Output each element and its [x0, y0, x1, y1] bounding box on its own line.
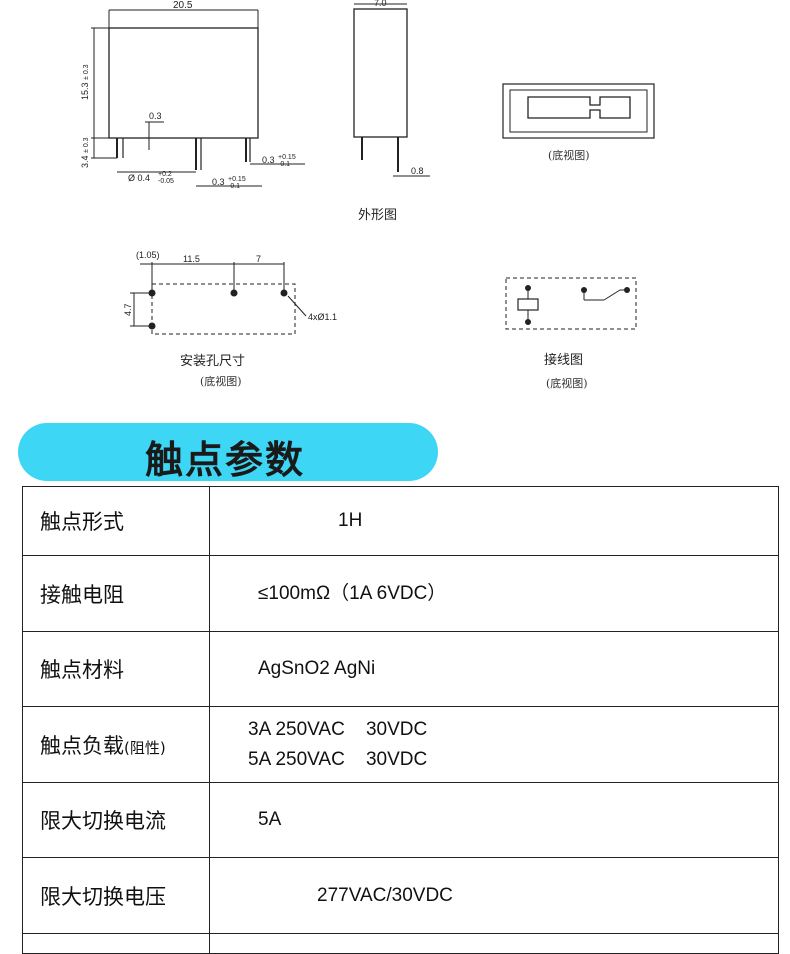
side-view-drawing — [353, 3, 430, 177]
dim-front-height: 15.3 ± 0.3 — [80, 64, 90, 100]
spec-value-line: ≤100mΩ（1A 6VDC） — [258, 582, 447, 604]
spec-value: 277VAC/30VDC — [209, 857, 779, 934]
dim-mount-pitch-2: 7 — [256, 254, 261, 264]
spec-label: 触点材料 — [22, 631, 210, 707]
spec-label: 限大切换电压 — [22, 857, 210, 934]
wiring-sub-caption: (底视图) — [546, 376, 588, 390]
dim-pin-width-1-tol-down: -0.1 — [278, 161, 290, 168]
dim-pin-diameter: Ø 0.4 — [128, 173, 150, 183]
spec-value: 5A — [209, 782, 779, 858]
dim-front-width: 20.5 — [173, 0, 193, 11]
spec-label: 触点形式 — [22, 486, 210, 556]
dim-pin-width-2: 0.3 — [212, 177, 225, 187]
spec-label-text: 触点负载 — [40, 733, 124, 758]
section-title: 触点参数 — [145, 438, 306, 482]
spec-value-line: 1H — [338, 510, 363, 531]
mounting-hole-dots — [148, 289, 288, 330]
table-row: 触点负载(阻性) 3A 250VAC 30VDC 5A 250VAC 30VDC — [22, 706, 779, 783]
dim-pin-length: 3.4 ± 0.3 — [80, 137, 90, 168]
spec-label — [22, 933, 210, 954]
mounting-holes-drawing — [130, 262, 307, 335]
spec-label: 限大切换电流 — [22, 782, 210, 858]
table-row — [22, 933, 779, 954]
spec-value: 3A 250VAC 30VDC 5A 250VAC 30VDC — [209, 706, 779, 783]
dim-pin-width-2-tol-down: -0.1 — [228, 183, 240, 190]
dim-side-depth: 7.0 — [374, 0, 387, 8]
dim-mount-pitch-1: 11.5 — [183, 254, 200, 264]
spec-label-text: 触点形式 — [40, 510, 124, 534]
spec-label-text: 限大切换电压 — [40, 884, 166, 909]
outline-caption: 外形图 — [358, 208, 397, 223]
dim-mount-vertical: 4.7 — [123, 303, 133, 316]
spec-label-text: 接触电阻 — [40, 582, 124, 607]
wiring-caption: 接线图 — [544, 352, 583, 368]
front-view-drawing — [91, 9, 305, 187]
spec-value — [209, 933, 779, 954]
spec-label-note: (阻性) — [124, 738, 166, 757]
table-row: 触点材料 AgSnO2 AgNi — [22, 631, 779, 707]
spec-value: ≤100mΩ（1A 6VDC） — [209, 555, 779, 632]
dim-pin-diameter-tol-up: +0.2 — [158, 171, 172, 178]
dim-mount-holes: 4xØ1.1 — [308, 312, 337, 322]
spec-label: 接触电阻 — [22, 555, 210, 632]
dim-pin-thickness: 0.3 — [149, 111, 162, 121]
spec-value-line: 3A 250VAC 30VDC — [248, 718, 428, 740]
spec-value: AgSnO2 AgNi — [209, 631, 779, 707]
dim-pin-width-1-tol-up: +0.15 — [278, 154, 296, 161]
spec-value-line: 5A 250VAC 30VDC — [248, 748, 428, 770]
wiring-diagram — [505, 277, 637, 330]
bottom-view-caption: (底视图) — [548, 148, 590, 162]
mounting-caption: 安装孔尺寸 — [180, 354, 245, 369]
dim-pin-width-1: 0.3 — [262, 155, 275, 165]
dim-side-pin: 0.8 — [411, 166, 424, 176]
bottom-view-drawing — [502, 83, 655, 139]
table-row: 限大切换电流 5A — [22, 782, 779, 858]
dim-pin-width-2-tol-up: +0.15 — [228, 176, 246, 183]
technical-drawings: 20.5 15.3 ± 0.3 3.4 ± 0.3 0.3 Ø 0.4 +0.2… — [80, 0, 655, 390]
table-row: 限大切换电压 277VAC/30VDC — [22, 857, 779, 934]
mounting-sub-caption: (底视图) — [200, 374, 242, 388]
table-row: 接触电阻 ≤100mΩ（1A 6VDC） — [22, 555, 779, 632]
table-row: 触点形式 1H — [22, 486, 779, 556]
spec-label-text: 限大切换电流 — [40, 809, 166, 833]
contact-parameters-table: 触点形式 1H 接触电阻 ≤100mΩ（1A 6VDC） 触点材料 AgSnO2 AgNi… — [22, 486, 779, 954]
wiring-terminal-dots — [525, 285, 630, 325]
dim-pin-diameter-tol-down: -0.05 — [158, 178, 174, 185]
spec-label: 触点负载(阻性) — [22, 706, 210, 783]
spec-value-line: 277VAC/30VDC — [317, 884, 453, 906]
dim-mount-offset: (1.05) — [136, 250, 160, 260]
section-banner: 触点参数 — [18, 423, 438, 482]
spec-value: 1H — [209, 486, 779, 556]
spec-value-line: 5A — [258, 809, 282, 830]
spec-label-text: 触点材料 — [40, 658, 124, 682]
spec-value-line: AgSnO2 AgNi — [258, 658, 376, 679]
